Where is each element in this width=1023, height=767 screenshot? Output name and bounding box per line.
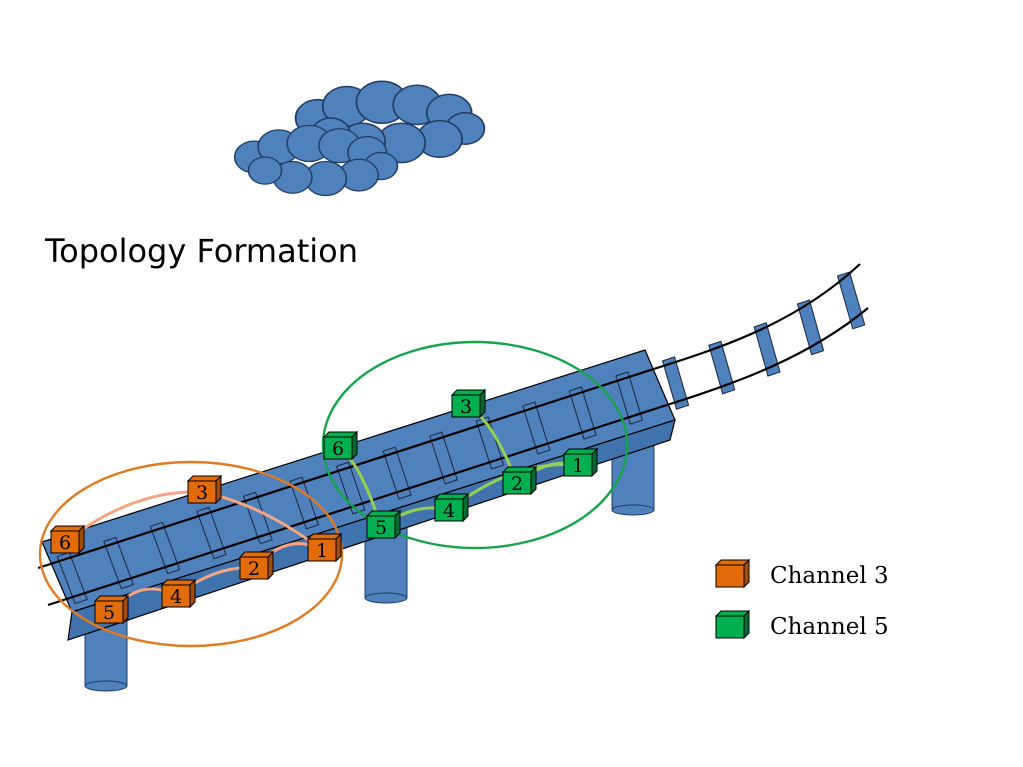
- sensor-node: 5: [365, 509, 402, 540]
- node-label: 3: [460, 396, 472, 418]
- legend-item: Channel 3: [714, 558, 889, 589]
- sensor-node: 6: [49, 524, 86, 555]
- track-sleeper: [335, 461, 366, 515]
- track-sleeper: [382, 446, 412, 500]
- sensor-node: 4: [433, 492, 470, 523]
- sensor-node: 1: [562, 447, 599, 478]
- nodes-channel-5: 1 2 3 4 5 6: [322, 388, 599, 540]
- cluster-ring-channel-3: [38, 460, 344, 648]
- node-label: 6: [59, 532, 71, 554]
- node-label: 3: [196, 482, 208, 504]
- track-sleeper: [522, 401, 551, 455]
- node-label: 6: [332, 438, 344, 460]
- page-title: Topology Formation: [44, 232, 358, 270]
- rail-upper: [37, 263, 861, 570]
- sensor-node: 3: [450, 388, 487, 419]
- node-label: 4: [170, 586, 182, 608]
- track-sleeper: [196, 506, 227, 560]
- legend-swatch: [715, 564, 745, 588]
- cloud-icon: [233, 80, 486, 197]
- track-sleeper: [475, 416, 505, 470]
- legend-swatch: [715, 615, 745, 639]
- node-label: 2: [248, 558, 260, 580]
- sensor-node: 6: [322, 430, 359, 461]
- legend-item: Channel 5: [714, 609, 889, 640]
- track-sleeper: [568, 386, 597, 440]
- track-sleeper: [661, 356, 690, 410]
- track-sleeper: [796, 299, 825, 356]
- cluster-ring-channel-5: [321, 340, 629, 550]
- node-label: 4: [443, 500, 455, 522]
- node-label: 1: [572, 455, 584, 477]
- railway-track-icon: [37, 263, 869, 607]
- track-sleeper: [56, 551, 88, 605]
- legend-label: Channel 5: [770, 614, 889, 640]
- rail-lower: [47, 307, 869, 607]
- sensor-node: 2: [238, 550, 275, 581]
- sensor-node: 1: [306, 532, 343, 563]
- sensor-node: 4: [160, 578, 197, 609]
- track-sleeper: [242, 491, 273, 545]
- track-sleepers: [56, 271, 866, 605]
- sensor-node: 3: [186, 474, 223, 505]
- legend-label: Channel 3: [770, 563, 889, 589]
- track-sleeper: [103, 536, 135, 590]
- track-sleeper: [615, 371, 643, 425]
- node-label: 5: [103, 602, 115, 624]
- node-label: 1: [316, 540, 328, 562]
- sensor-node: 5: [93, 594, 130, 625]
- node-label: 5: [375, 517, 387, 539]
- track-sleeper: [753, 322, 781, 377]
- track-sleeper: [429, 431, 458, 485]
- sensor-node: 2: [501, 465, 538, 496]
- track-sleeper: [708, 340, 736, 395]
- track-sleeper: [289, 476, 320, 530]
- node-label: 2: [511, 473, 523, 495]
- legend: Channel 3 Channel 5: [714, 558, 889, 640]
- nodes-channel-3: 1 2 3 4 5 6: [49, 474, 343, 625]
- track-sleeper: [149, 521, 181, 575]
